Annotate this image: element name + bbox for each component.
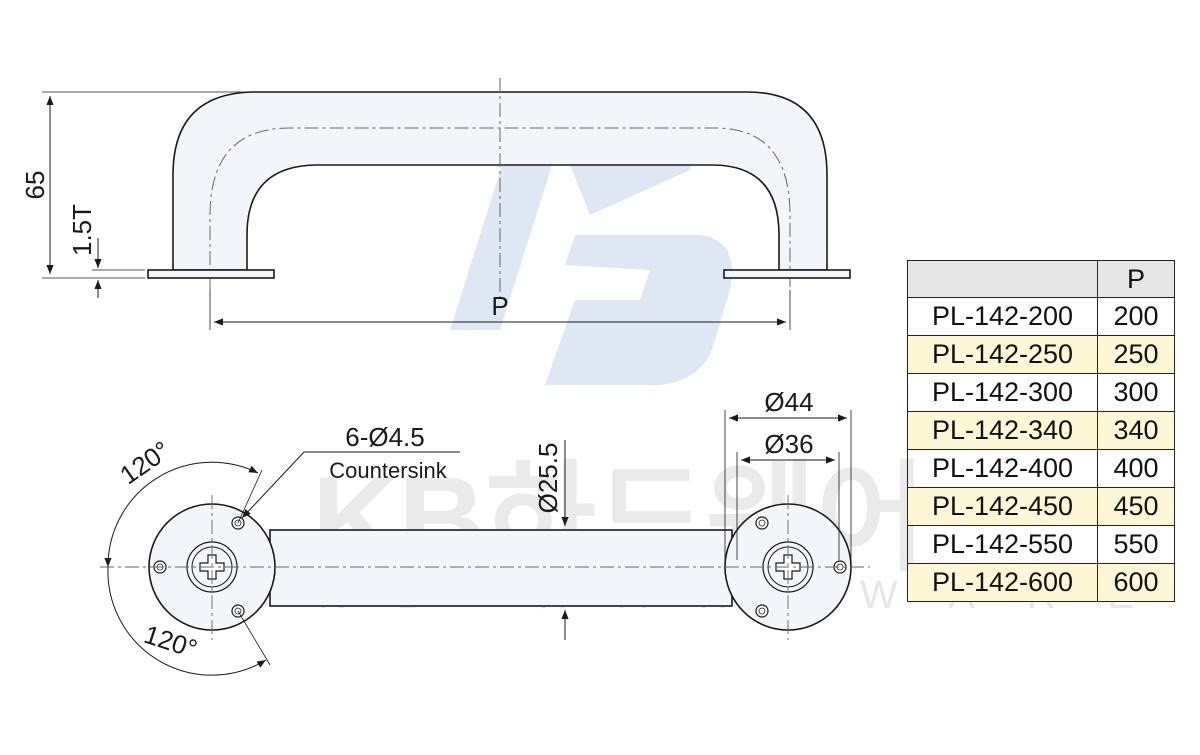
handle-tube-top — [269, 529, 733, 607]
p-cell: 600 — [1097, 563, 1175, 602]
hole-icon — [755, 604, 769, 618]
p-cell: 340 — [1097, 411, 1175, 450]
model-cell: PL-142-600 — [907, 563, 1098, 602]
angle-arc-top — [104, 461, 259, 568]
p-cell: 300 — [1097, 373, 1175, 412]
p-cell: 250 — [1097, 335, 1175, 374]
angle-arc-bottom — [107, 566, 267, 676]
spec-table-header: P — [907, 260, 1175, 298]
model-cell: PL-142-300 — [907, 373, 1098, 412]
model-cell: PL-142-450 — [907, 487, 1098, 526]
base-plate-right — [723, 269, 851, 279]
p-cell: 400 — [1097, 449, 1175, 488]
hole-spec-label: 6-Ø4.5 — [345, 422, 425, 452]
dim-p-label: P — [491, 291, 508, 321]
model-cell: PL-142-200 — [907, 297, 1098, 336]
top-view: 120° 120° 6-Ø4.5 Countersink Ø25.5 Ø44 Ø… — [100, 387, 870, 676]
p-cell: 200 — [1097, 297, 1175, 336]
model-cell: PL-142-250 — [907, 335, 1098, 374]
header-p: P — [1097, 260, 1175, 298]
hole-leader — [241, 451, 305, 519]
base-plate-left — [147, 269, 275, 279]
outer-dia-label: Ø44 — [764, 387, 813, 417]
tube-centerline — [209, 127, 791, 290]
inner-dia-label: Ø36 — [764, 429, 813, 459]
dim-thickness-label: 1.5T — [67, 204, 97, 256]
side-view: 65 1.5T P — [20, 78, 851, 330]
angle-top-label: 120° — [114, 435, 175, 490]
countersink-label: Countersink — [329, 458, 447, 483]
kb-logo-mark — [450, 140, 732, 385]
model-cell: PL-142-550 — [907, 525, 1098, 564]
model-cell: PL-142-400 — [907, 449, 1098, 488]
p-cell: 450 — [1097, 487, 1175, 526]
header-model — [907, 260, 1098, 298]
p-cell: 550 — [1097, 525, 1175, 564]
tube-dia-label: Ø25.5 — [533, 443, 563, 514]
model-cell: PL-142-340 — [907, 411, 1098, 450]
dim-65-label: 65 — [20, 171, 50, 200]
hole-icon — [755, 516, 769, 530]
